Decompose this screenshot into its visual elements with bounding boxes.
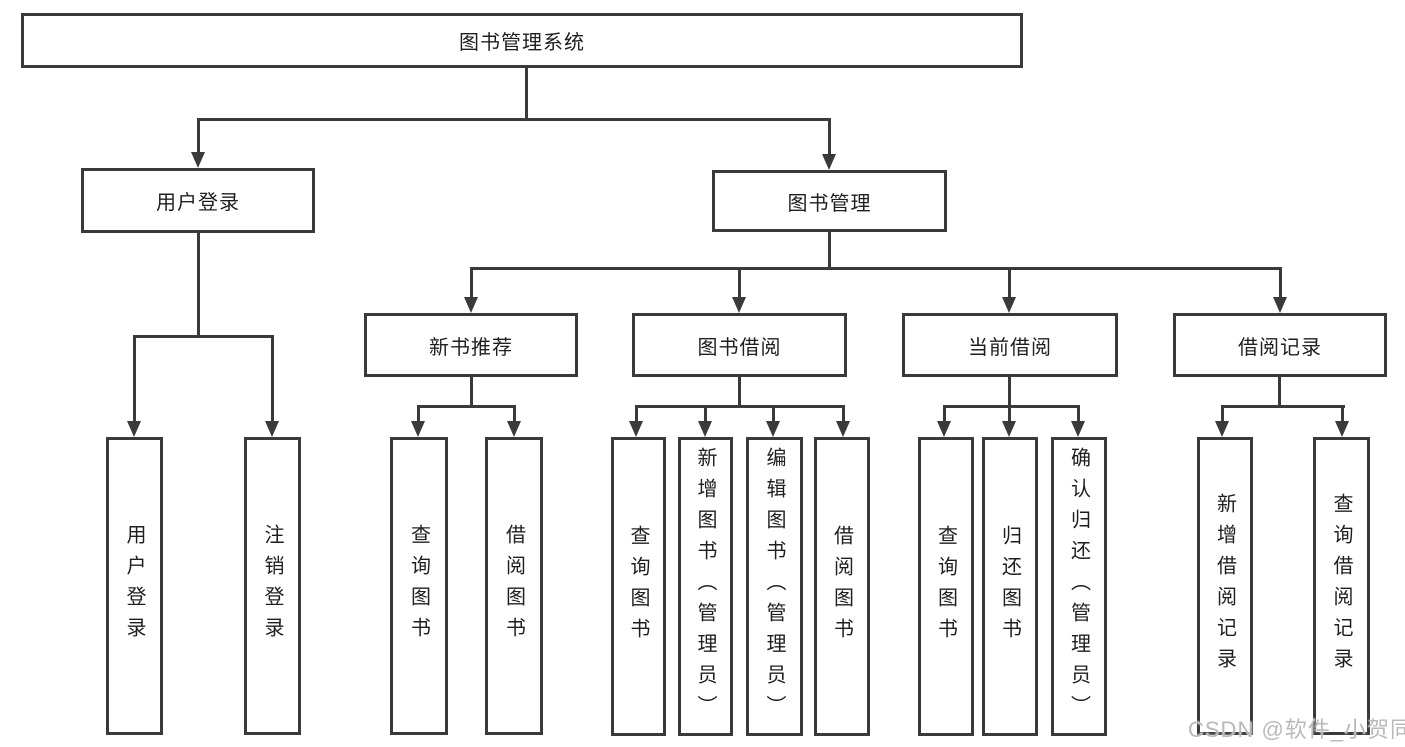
connector-line xyxy=(635,405,638,421)
leaf-label: 查询图书 xyxy=(627,524,649,649)
arrow-down-icon xyxy=(464,297,478,313)
leaf-label: 新增图书（管理员） xyxy=(694,447,716,726)
connector-line xyxy=(1008,267,1011,297)
arrow-down-icon xyxy=(1335,421,1349,437)
arrow-down-icon xyxy=(507,421,521,437)
arrow-down-icon xyxy=(836,421,850,437)
leaf-label: 归还图书 xyxy=(998,524,1021,649)
leaf-label: 用户登录 xyxy=(123,524,145,648)
connector-line xyxy=(772,405,775,421)
node-label: 图书管理 xyxy=(787,192,872,215)
leaf-label: 借阅图书 xyxy=(502,524,525,648)
leaf-return-books: 归还图书 xyxy=(982,437,1038,736)
connector-line xyxy=(133,335,136,421)
connector-line xyxy=(1008,377,1011,408)
leaf-add-borrow-record: 新增借阅记录 xyxy=(1197,437,1253,735)
leaf-label: 确认归还（管理员） xyxy=(1067,447,1090,726)
connector-line xyxy=(271,335,274,421)
arrow-down-icon xyxy=(1002,421,1016,437)
arrow-down-icon xyxy=(822,154,836,170)
arrow-down-icon xyxy=(127,421,141,437)
connector-line xyxy=(1008,405,1011,421)
leaf-label: 查询图书 xyxy=(934,524,957,649)
connector-line xyxy=(704,405,707,421)
arrow-down-icon xyxy=(1273,297,1287,313)
connector-line xyxy=(842,405,845,421)
node-book-management: 图书管理 xyxy=(712,170,947,232)
node-label: 当前借阅 xyxy=(968,336,1052,359)
arrow-down-icon xyxy=(1071,421,1085,437)
leaf-add-books-admin: 新增图书（管理员） xyxy=(678,437,733,736)
connector-line xyxy=(417,405,420,421)
node-new-book-recommendation: 新书推荐 xyxy=(364,313,578,377)
connector-line xyxy=(828,232,831,267)
connector-line xyxy=(470,267,473,297)
node-user-login: 用户登录 xyxy=(81,168,315,233)
connector-line xyxy=(738,377,741,408)
connector-line xyxy=(197,233,200,335)
connector-line xyxy=(1341,405,1344,421)
node-current-borrowing: 当前借阅 xyxy=(902,313,1118,377)
connector-line xyxy=(738,267,741,297)
connector-line xyxy=(470,267,1282,270)
arrow-down-icon xyxy=(265,421,279,437)
node-book-borrowing: 图书借阅 xyxy=(632,313,847,377)
node-label: 图书管理系统 xyxy=(459,32,585,54)
connector-line xyxy=(1278,377,1281,408)
leaf-label: 注销登录 xyxy=(261,524,283,648)
arrow-down-icon xyxy=(766,421,780,437)
leaf-label: 编辑图书（管理员） xyxy=(763,447,785,726)
connector-line xyxy=(1221,405,1345,408)
connector-line xyxy=(828,118,831,155)
node-label: 图书借阅 xyxy=(697,336,782,359)
arrow-down-icon xyxy=(1215,421,1229,437)
leaf-label: 新增借阅记录 xyxy=(1213,493,1236,679)
arrow-down-icon xyxy=(1002,297,1016,313)
connector-line xyxy=(197,118,200,153)
connector-line xyxy=(943,405,946,421)
leaf-label: 借阅图书 xyxy=(830,524,853,649)
leaf-logout: 注销登录 xyxy=(244,437,301,735)
arrow-down-icon xyxy=(937,421,951,437)
leaf-borrow-books-recommendation: 借阅图书 xyxy=(485,437,543,735)
watermark: CSDN @软件_小贺同学 xyxy=(1188,717,1405,742)
connector-line xyxy=(1221,405,1224,421)
connector-line xyxy=(525,68,528,120)
connector-line xyxy=(1077,405,1080,421)
leaf-query-books-current: 查询图书 xyxy=(918,437,974,736)
node-borrowing-records: 借阅记录 xyxy=(1173,313,1387,377)
connector-line xyxy=(1279,267,1282,297)
leaf-borrow-books-borrowing: 借阅图书 xyxy=(814,437,870,736)
leaf-query-books-borrowing: 查询图书 xyxy=(611,437,666,736)
leaf-edit-books-admin: 编辑图书（管理员） xyxy=(746,437,803,736)
leaf-query-books-recommendation: 查询图书 xyxy=(390,437,448,735)
connector-line xyxy=(133,335,274,338)
arrow-down-icon xyxy=(629,421,643,437)
arrow-down-icon xyxy=(698,421,712,437)
leaf-confirm-return-admin: 确认归还（管理员） xyxy=(1051,437,1107,736)
arrow-down-icon xyxy=(411,421,425,437)
node-label: 用户登录 xyxy=(156,192,240,214)
node-library-management-system: 图书管理系统 xyxy=(21,13,1023,68)
node-label: 借阅记录 xyxy=(1238,336,1322,359)
arrow-down-icon xyxy=(191,152,205,168)
leaf-label: 查询借阅记录 xyxy=(1330,493,1352,679)
connector-line xyxy=(943,405,1080,408)
arrow-down-icon xyxy=(732,297,746,313)
connector-line xyxy=(470,377,473,408)
connector-line xyxy=(197,118,831,121)
connector-line xyxy=(635,405,845,408)
connector-line xyxy=(513,405,516,421)
leaf-label: 查询图书 xyxy=(407,524,430,648)
leaf-query-borrow-record: 查询借阅记录 xyxy=(1313,437,1370,735)
leaf-user-login: 用户登录 xyxy=(106,437,163,735)
connector-line xyxy=(417,405,516,408)
node-label: 新书推荐 xyxy=(429,336,513,359)
